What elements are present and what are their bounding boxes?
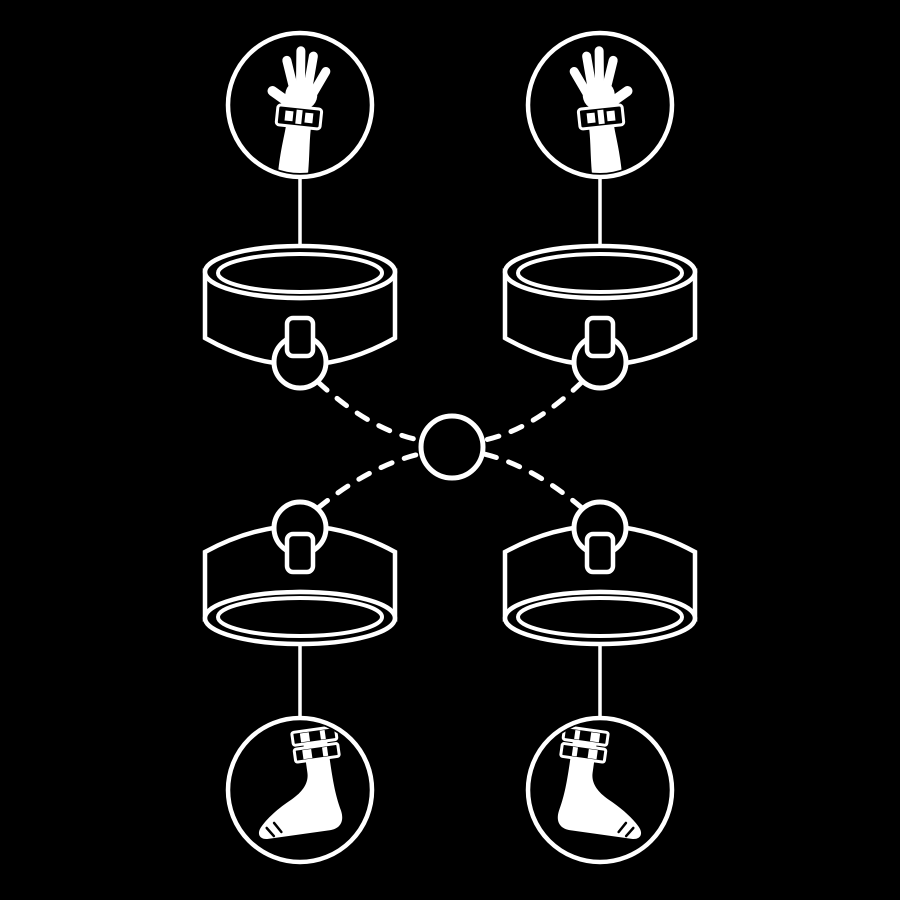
dashed-strap-bottom-left	[315, 450, 427, 511]
bottom-right-node	[505, 502, 695, 865]
top-left-node	[205, 30, 395, 388]
dashed-strap-top-right	[477, 379, 585, 444]
top-right-node	[505, 30, 695, 388]
dashed-strap-top-left	[315, 379, 427, 444]
bottom-left-node	[205, 502, 395, 865]
dashed-strap-bottom-right	[477, 450, 585, 511]
center-ring-icon	[418, 413, 486, 481]
